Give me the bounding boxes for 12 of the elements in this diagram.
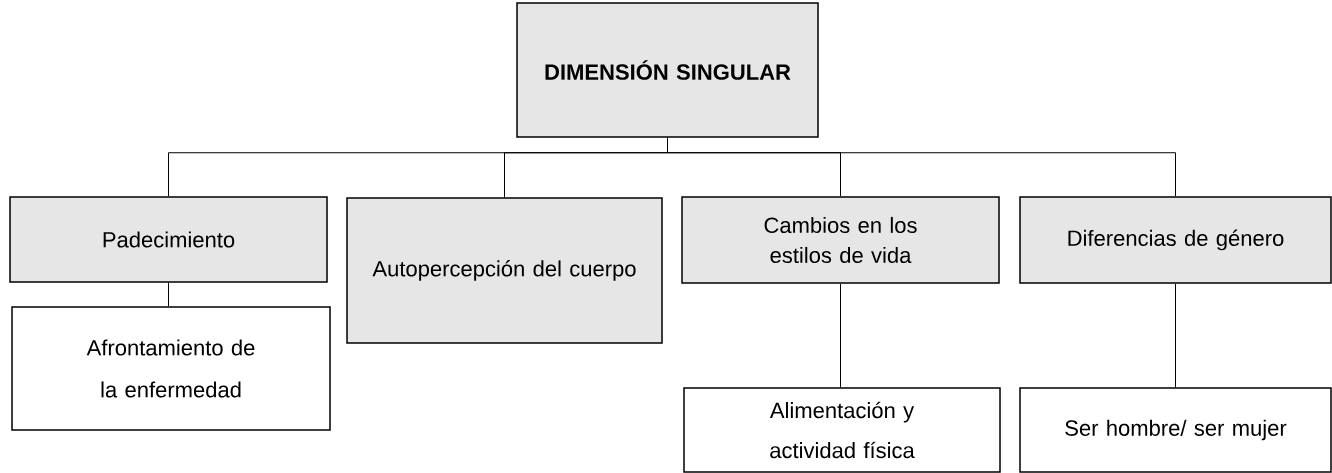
connector-line xyxy=(667,137,1176,197)
title-box: DIMENSIÓN SINGULAR xyxy=(516,2,819,138)
category-box: Padecimiento xyxy=(9,196,328,283)
connector-line xyxy=(840,283,841,388)
subcategory-box: Alimentación y actividad física xyxy=(683,387,1001,473)
category-box: Cambios en los estilos de vida xyxy=(681,196,1000,284)
subcategory-box: Afrontamiento de la enfermedad xyxy=(11,306,331,431)
connector-line xyxy=(1175,283,1176,388)
category-box: Autopercepción del cuerpo xyxy=(346,197,663,344)
connector-line xyxy=(168,282,169,307)
subcategory-box: Ser hombre/ ser mujer xyxy=(1019,387,1332,473)
category-box: Diferencias de género xyxy=(1019,196,1332,284)
